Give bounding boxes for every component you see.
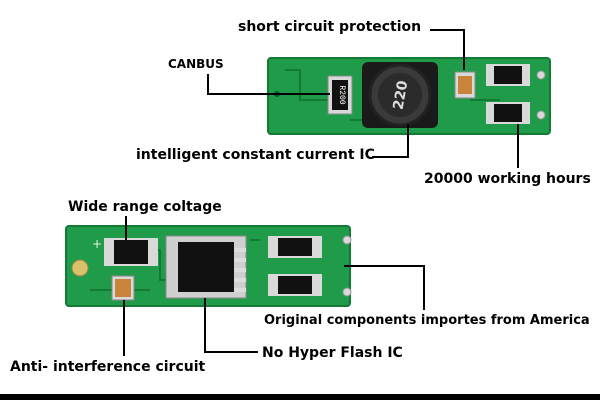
label-short-circuit-protection: short circuit protection bbox=[238, 19, 422, 35]
leader-original bbox=[344, 265, 425, 310]
label-constant-current-ic: intelligent constant current IC bbox=[136, 147, 375, 163]
label-original-components: Original components importes from Americ… bbox=[264, 313, 590, 328]
power-inductor: 220 bbox=[362, 62, 438, 128]
bottom-divider bbox=[0, 394, 600, 400]
leader-ic bbox=[372, 124, 409, 158]
protection-capacitor bbox=[454, 71, 476, 99]
label-wide-range-voltage: Wide range coltage bbox=[68, 199, 222, 215]
leader-canbus bbox=[207, 74, 330, 95]
label-anti-interference: Anti- interference circuit bbox=[10, 359, 206, 375]
bottom-output-chips bbox=[268, 236, 322, 296]
top-output-chips bbox=[486, 64, 530, 124]
resistor-marking: R200 bbox=[337, 85, 346, 104]
resistor-r200: R200 bbox=[327, 75, 353, 115]
label-hyper-flash: No Hyper Flash IC bbox=[262, 345, 403, 361]
polarity-mark: + bbox=[92, 237, 102, 251]
input-chip bbox=[104, 238, 158, 266]
flash-ic bbox=[165, 235, 247, 299]
leader-short-circuit bbox=[430, 29, 465, 70]
label-working-hours: 20000 working hours bbox=[424, 171, 591, 187]
leader-hyper-flash bbox=[204, 298, 258, 353]
anti-interference-capacitor bbox=[111, 275, 135, 301]
leader-lines bbox=[123, 29, 519, 356]
label-canbus: CANBUS bbox=[168, 57, 224, 71]
inductor-marking: 220 bbox=[391, 79, 412, 111]
